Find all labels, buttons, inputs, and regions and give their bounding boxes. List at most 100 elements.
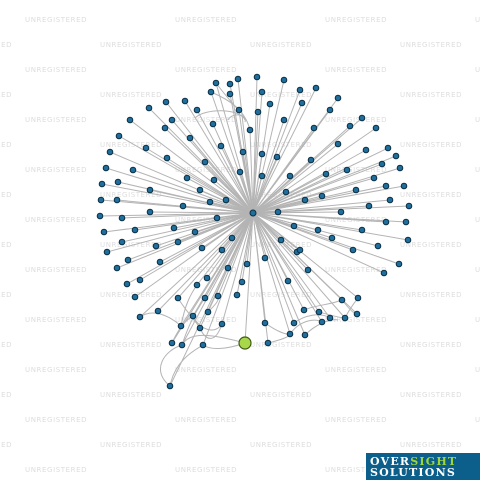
watermark-text: UNREGISTERED	[0, 191, 12, 199]
graph-node	[183, 174, 191, 182]
graph-node	[113, 264, 121, 272]
graph-node	[384, 144, 392, 152]
graph-node	[118, 214, 126, 222]
graph-node	[233, 291, 241, 299]
graph-node	[118, 238, 126, 246]
graph-node	[203, 274, 211, 282]
watermark-text: UNREGISTERED	[325, 116, 387, 124]
edge	[213, 179, 254, 214]
edge	[149, 211, 254, 214]
watermark-text: UNREGISTERED	[400, 91, 462, 99]
graph-node	[98, 180, 106, 188]
edge	[252, 169, 348, 214]
logo-word-sight: SIGHT	[410, 455, 458, 468]
watermark-text: UNREGISTERED	[25, 216, 87, 224]
watermark-text: UNREGISTERED	[100, 141, 162, 149]
watermark-text: UNREGISTERED	[0, 391, 12, 399]
edge	[252, 149, 367, 214]
edge	[149, 189, 254, 214]
edge	[252, 211, 279, 214]
graph-node	[168, 116, 176, 124]
graph-node	[179, 202, 187, 210]
graph-node	[312, 84, 320, 92]
edge	[210, 91, 254, 214]
edge	[157, 212, 254, 312]
graph-node	[365, 202, 373, 210]
edge	[121, 212, 254, 219]
graph-node	[378, 160, 386, 168]
edge	[201, 212, 254, 249]
edge	[252, 212, 298, 253]
graph-node	[178, 341, 186, 349]
watermark-text: UNREGISTERED	[325, 366, 387, 374]
graph-node	[181, 97, 189, 105]
watermark-text: UNREGISTERED	[175, 316, 237, 324]
edge	[252, 89, 301, 214]
graph-node	[226, 80, 234, 88]
graph-node	[146, 208, 154, 216]
watermark-text: UNREGISTERED	[400, 291, 462, 299]
graph-node	[300, 306, 308, 314]
graph-node	[174, 294, 182, 302]
logo-word-over: OVER	[370, 455, 411, 468]
watermark-text: UNREGISTERED	[325, 66, 387, 74]
graph-node	[154, 307, 162, 315]
graph-node	[261, 254, 269, 262]
watermark-text: UNREGISTERED	[250, 291, 312, 299]
watermark-text: UNREGISTERED	[325, 16, 387, 24]
graph-node	[100, 228, 108, 236]
edge	[194, 212, 254, 233]
graph-node	[404, 236, 412, 244]
edge	[252, 212, 363, 231]
edge	[173, 212, 254, 229]
edge	[220, 145, 254, 214]
watermark-text: UNREGISTERED	[0, 91, 12, 99]
edge	[106, 212, 254, 253]
watermark-text: UNREGISTERED	[25, 416, 87, 424]
graph-node	[253, 73, 261, 81]
graph-node	[343, 166, 351, 174]
watermark-text: UNREGISTERED	[25, 366, 87, 374]
node-layer	[96, 73, 413, 390]
edge	[252, 212, 387, 223]
graph-node	[349, 246, 357, 254]
graph-node	[290, 222, 298, 230]
graph-node	[280, 116, 288, 124]
edge	[252, 177, 375, 214]
edge	[252, 212, 306, 336]
graph-node	[246, 126, 254, 134]
edge	[225, 199, 254, 214]
graph-node	[152, 242, 160, 250]
graph-node	[236, 168, 244, 176]
edge	[126, 212, 254, 285]
graph-node	[126, 116, 134, 124]
edge	[181, 212, 254, 346]
watermark-text: UNREGISTERED	[175, 166, 237, 174]
logo-word-solutions: SOLUTIONS	[370, 466, 456, 479]
edge	[242, 151, 254, 214]
graph-node	[113, 196, 121, 204]
edge	[252, 212, 385, 274]
edge	[139, 212, 254, 318]
watermark-text: UNREGISTERED	[475, 366, 480, 374]
edge	[252, 212, 354, 251]
graph-node	[234, 75, 242, 83]
watermark-text: UNREGISTERED	[475, 216, 480, 224]
graph-node	[206, 198, 214, 206]
graph-node	[334, 140, 342, 148]
edge	[252, 212, 291, 335]
graph-node	[218, 246, 226, 254]
edge	[139, 212, 254, 281]
graph-node	[374, 242, 382, 250]
graph-node	[217, 142, 225, 150]
graph-node	[261, 319, 269, 327]
watermark-text: UNREGISTERED	[100, 91, 162, 99]
graph-node	[258, 172, 266, 180]
graph-node	[207, 88, 215, 96]
graph-node	[402, 218, 410, 226]
graph-node	[304, 266, 312, 274]
graph-node	[315, 308, 323, 316]
graph-node	[96, 212, 104, 220]
graph-node	[400, 182, 408, 190]
watermark-text: UNREGISTERED	[0, 241, 12, 249]
